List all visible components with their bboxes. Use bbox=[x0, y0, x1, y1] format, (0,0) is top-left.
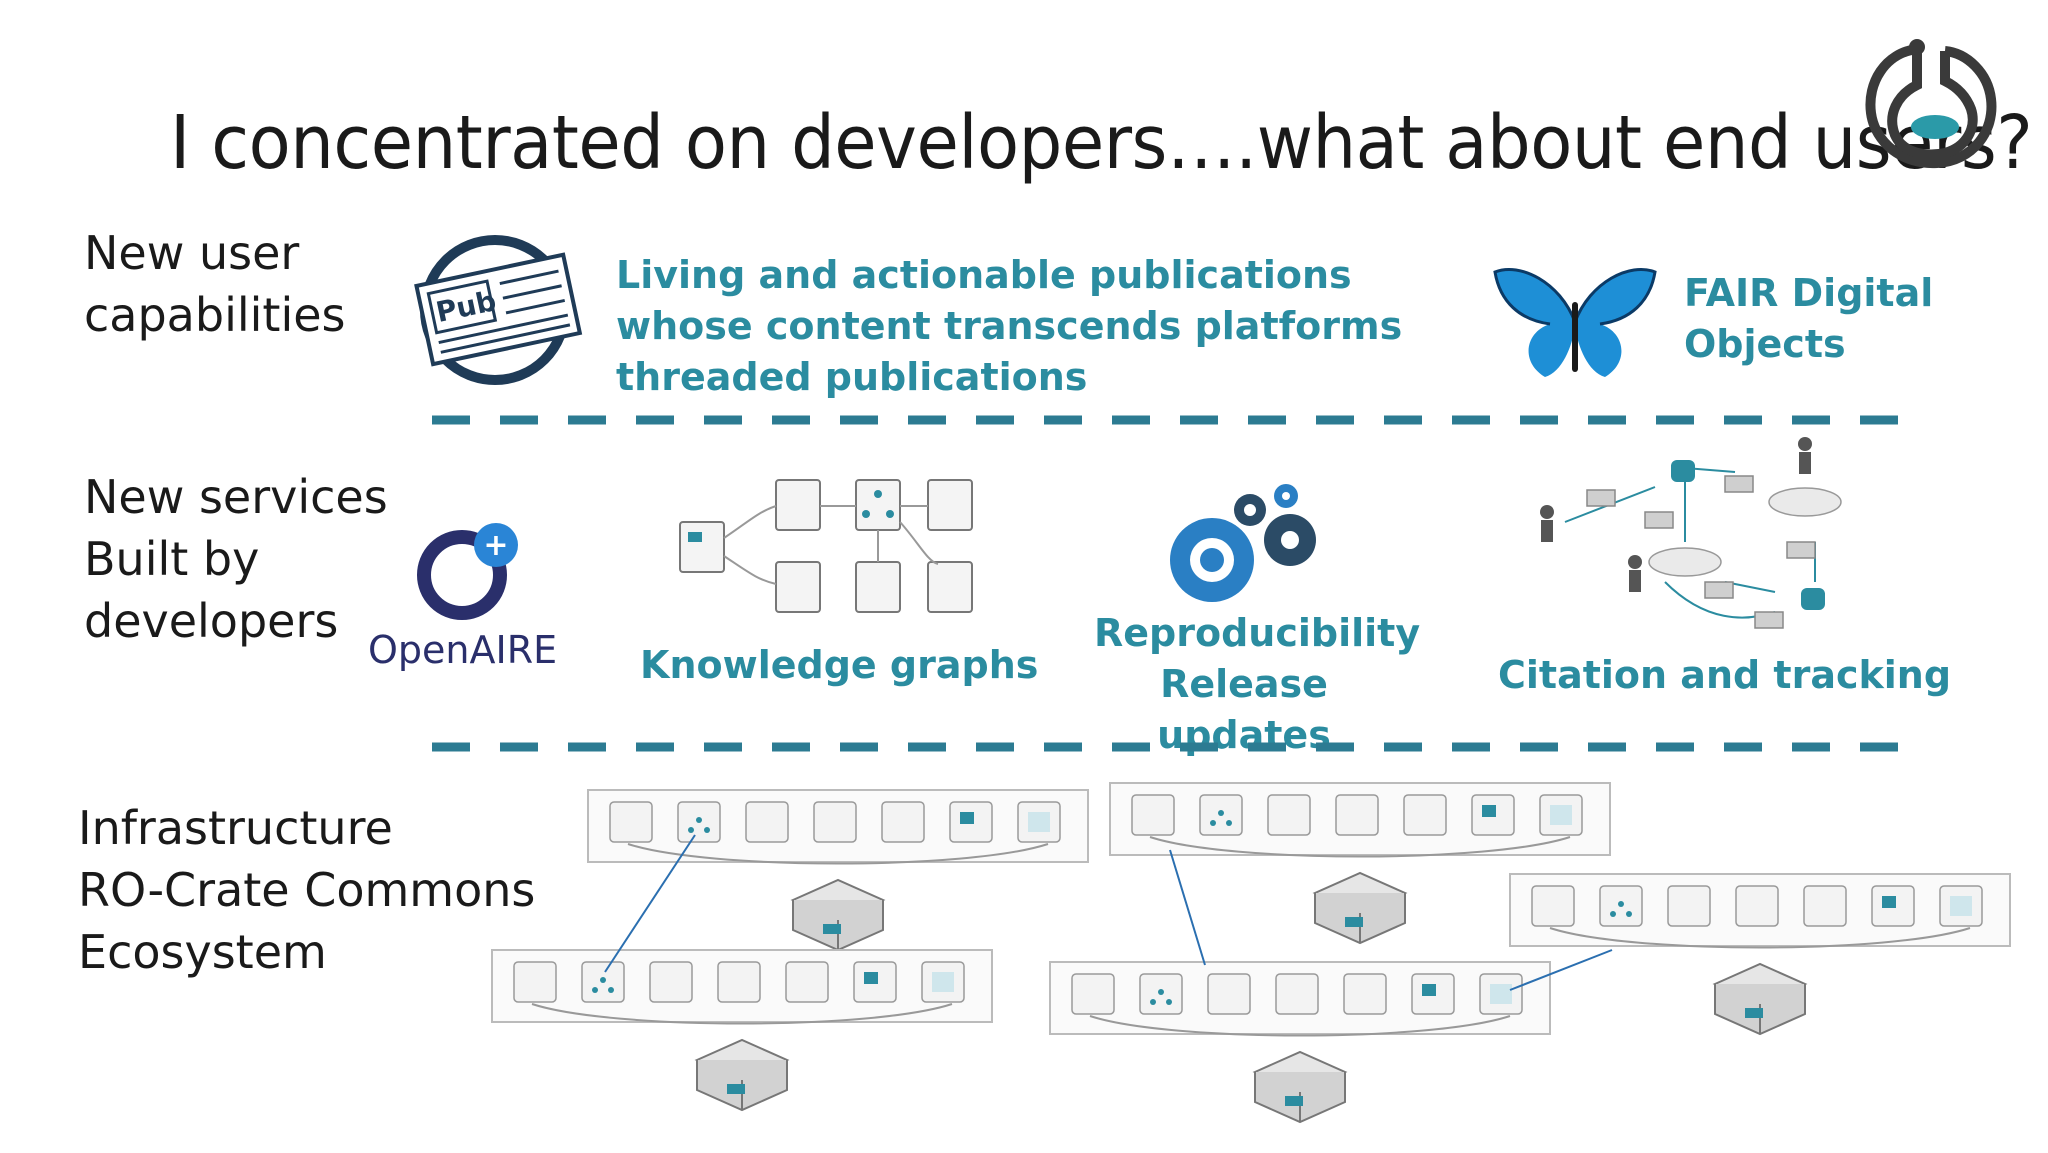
separator-dashed-line bbox=[432, 742, 1902, 752]
ro-crate-box bbox=[1509, 873, 2011, 1035]
code-icon bbox=[775, 561, 821, 613]
ro-crate-box bbox=[587, 789, 1089, 951]
row-label-capabilities: New user capabilities bbox=[84, 222, 346, 346]
row-label-line: New services bbox=[84, 470, 388, 524]
separator-dashed-line bbox=[432, 415, 1902, 425]
publications-line: threaded publications bbox=[616, 355, 1088, 399]
flask-logo-icon bbox=[1865, 39, 1997, 169]
presentation-icon bbox=[927, 561, 973, 613]
row-label-line: RO-Crate Commons bbox=[78, 863, 536, 917]
row-label-services: New services Built by developers bbox=[84, 466, 388, 652]
row-label-line: capabilities bbox=[84, 288, 346, 342]
row-label-line: Infrastructure bbox=[78, 801, 393, 855]
publications-line: Living and actionable publications bbox=[616, 253, 1352, 297]
svg-text:+: + bbox=[483, 528, 508, 563]
citation-network-diagram bbox=[1540, 437, 1842, 629]
row-label-line: Ecosystem bbox=[78, 925, 327, 979]
row-label-line: Built by bbox=[84, 532, 260, 586]
butterfly-icon bbox=[1493, 267, 1657, 377]
reproducibility-line: Release updates bbox=[1157, 662, 1331, 757]
reproducibility-line: Reproducibility bbox=[1094, 611, 1421, 655]
knowledge-graphs-label: Knowledge graphs bbox=[640, 643, 1039, 687]
fair-line: Objects bbox=[1684, 322, 1846, 366]
row-label-line: developers bbox=[84, 594, 339, 648]
openaire-logo: + OpenAIRE bbox=[368, 523, 557, 672]
pub-newspaper-icon: Pub bbox=[414, 235, 583, 385]
knowledge-graph-diagram bbox=[679, 479, 973, 613]
gears-icon bbox=[1170, 484, 1316, 602]
row-label-line: New user bbox=[84, 226, 300, 280]
row-label-infrastructure: Infrastructure RO-Crate Commons Ecosyste… bbox=[78, 797, 535, 983]
slide-title: I concentrated on developers….what about… bbox=[170, 100, 2033, 186]
citation-tracking-label: Citation and tracking bbox=[1498, 653, 1952, 697]
publications-text: Living and actionable publications whose… bbox=[616, 250, 1402, 403]
fair-line: FAIR Digital bbox=[1684, 271, 1934, 315]
fair-text: FAIR Digital Objects bbox=[1684, 268, 1933, 370]
ro-crate-box bbox=[1049, 961, 1551, 1123]
publications-line: whose content transcends platforms bbox=[616, 304, 1403, 348]
reproducibility-text: Reproducibility Release updates bbox=[1094, 608, 1421, 761]
openaire-wordmark: OpenAIRE bbox=[368, 628, 557, 672]
ro-crate-box bbox=[491, 949, 993, 1111]
